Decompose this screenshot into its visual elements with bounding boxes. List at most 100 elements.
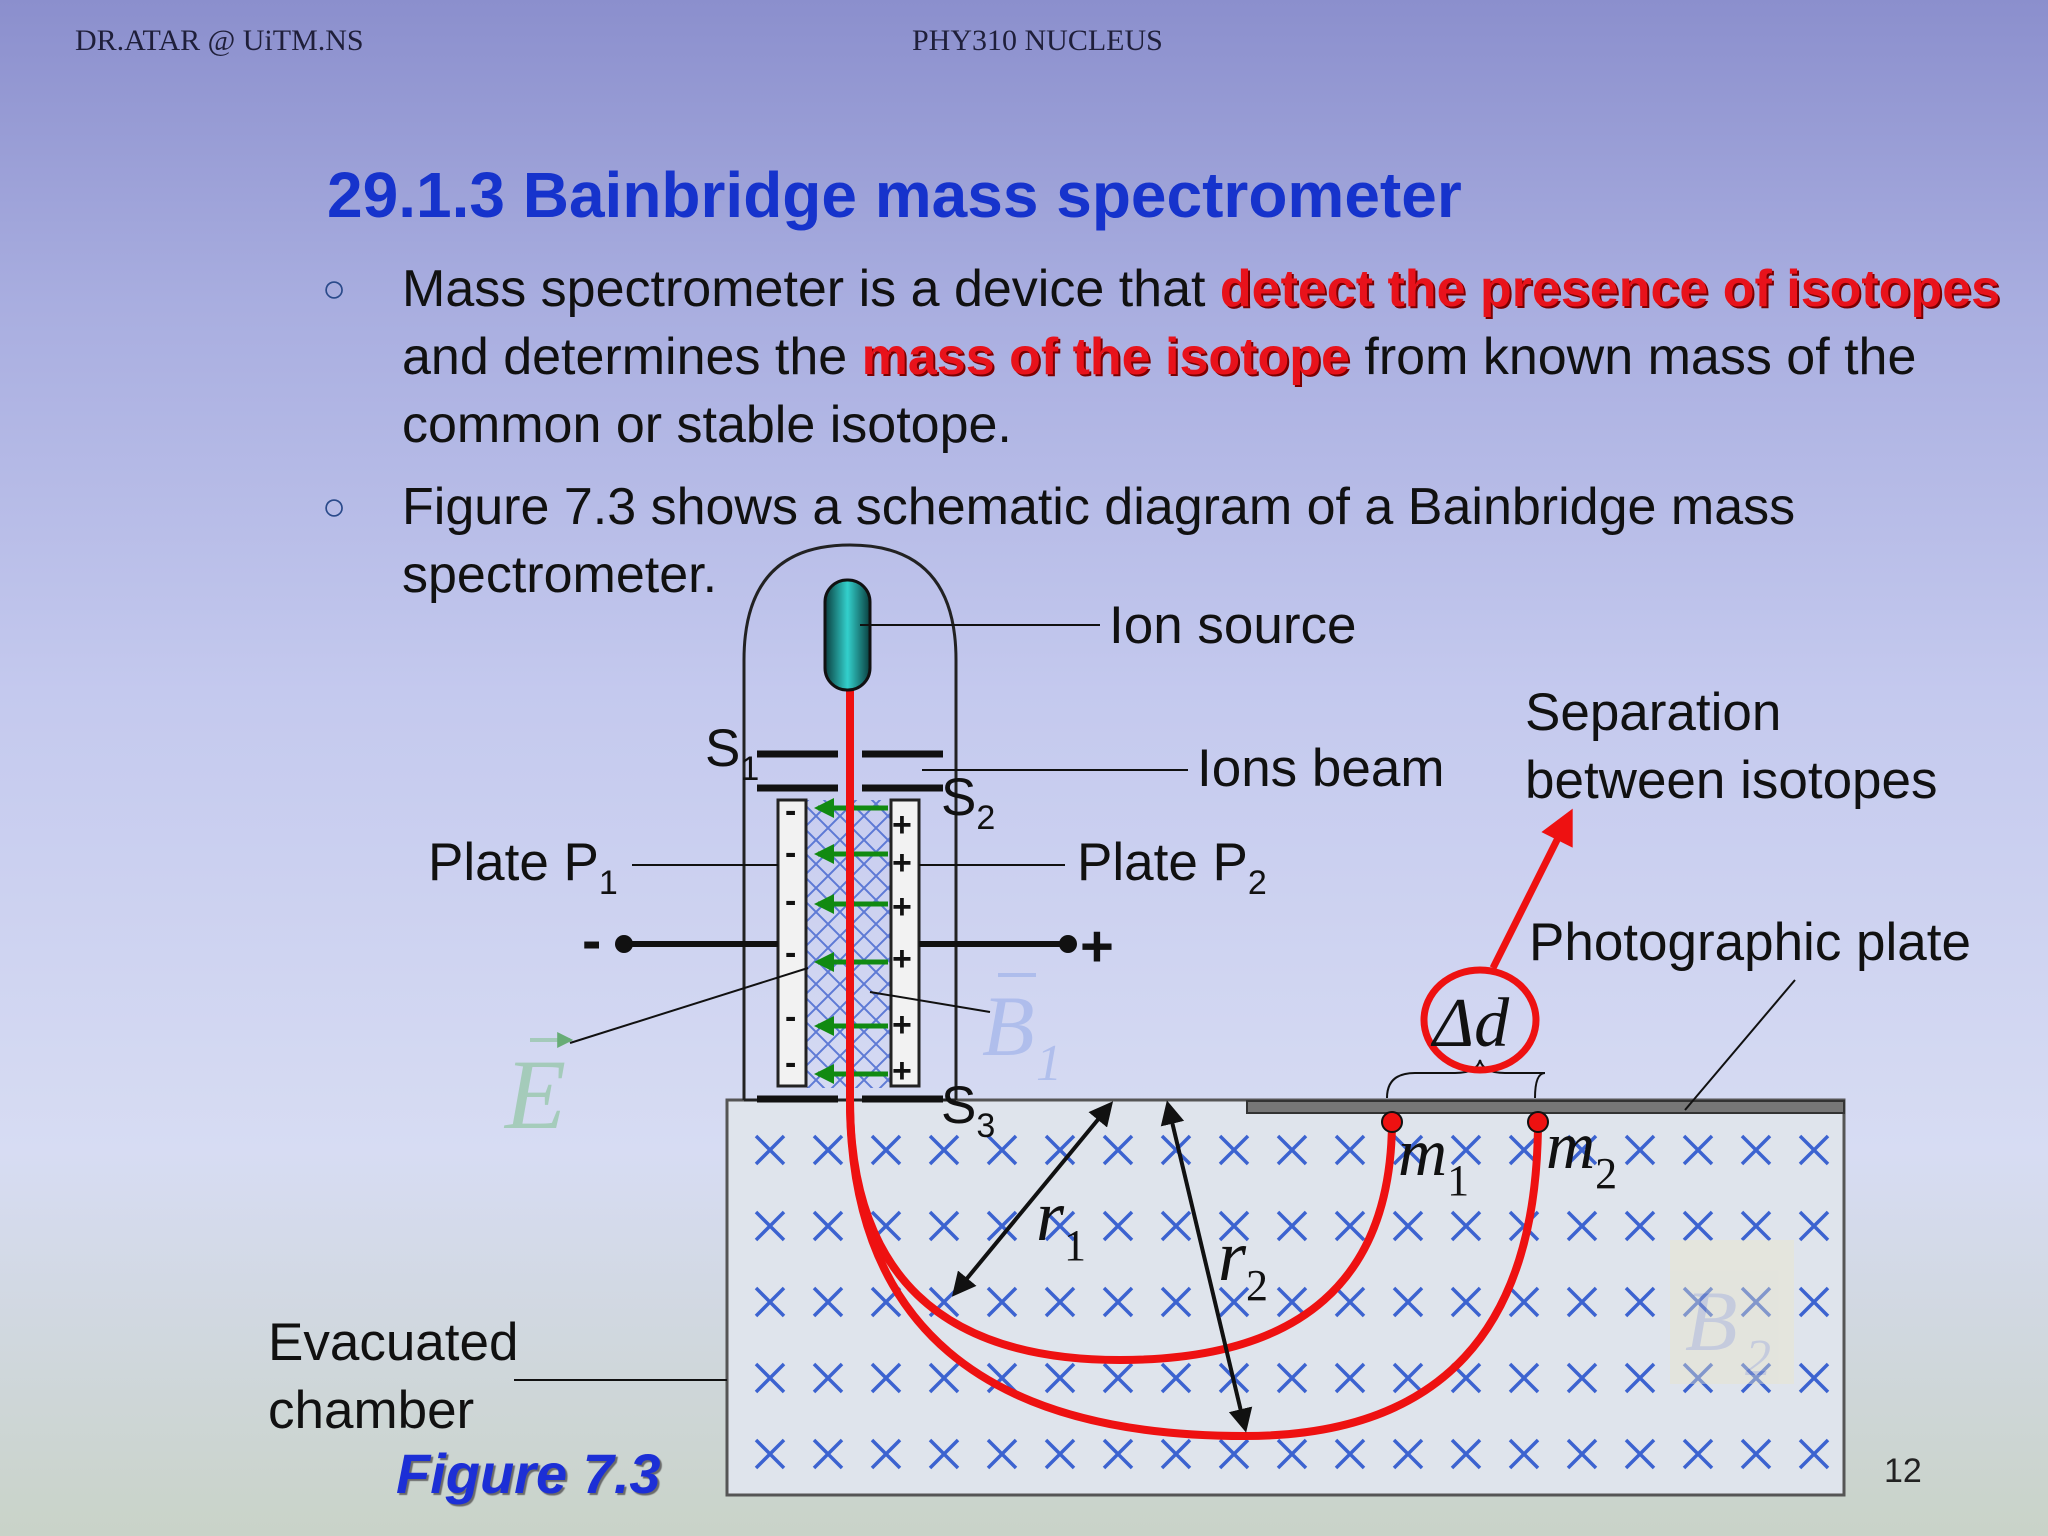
header-course: PHY310 NUCLEUS	[912, 24, 1163, 57]
field-cross-mark	[986, 1438, 1018, 1470]
field-cross-mark	[1508, 1362, 1540, 1394]
field-cross-mark	[754, 1438, 786, 1470]
label-b2-field: B 2	[1670, 1240, 1794, 1387]
field-cross-mark	[870, 1362, 902, 1394]
field-cross-mark	[1334, 1438, 1366, 1470]
field-cross-mark	[1276, 1362, 1308, 1394]
label-m1: m1	[1398, 1114, 1469, 1205]
bullet-text: Mass spectrometer is a device that	[402, 260, 1220, 318]
label-photographic-plate: Photographic plate	[1529, 913, 1971, 972]
field-cross-mark	[754, 1134, 786, 1166]
label-separation-2: between isotopes	[1525, 751, 1938, 810]
field-cross-mark	[928, 1438, 960, 1470]
field-cross-mark	[1160, 1438, 1192, 1470]
field-cross-mark	[1450, 1210, 1482, 1242]
field-cross-mark	[1624, 1438, 1656, 1470]
field-cross-mark	[1682, 1438, 1714, 1470]
field-cross-mark	[1798, 1438, 1830, 1470]
bullet-text: Figure 7.3 shows a schematic diagram of …	[402, 478, 1796, 604]
label-m2: m2	[1546, 1107, 1617, 1198]
svg-text:1: 1	[1036, 1035, 1062, 1092]
field-cross-mark	[1740, 1134, 1772, 1166]
field-cross-mark	[1102, 1362, 1134, 1394]
field-cross-mark	[1276, 1286, 1308, 1318]
field-cross-mark	[1740, 1286, 1772, 1318]
field-cross-mark	[1276, 1438, 1308, 1470]
label-e-field: E	[503, 1032, 574, 1150]
m2-impact-point	[1527, 1111, 1549, 1133]
plate-p2	[889, 798, 921, 1088]
field-cross-mark	[1566, 1210, 1598, 1242]
svg-text:+: +	[892, 888, 912, 926]
label-separation-1: Separation	[1525, 683, 1781, 742]
field-cross-mark	[1044, 1362, 1076, 1394]
radius-r1-arrow	[951, 1101, 1114, 1297]
field-cross-mark	[1392, 1134, 1424, 1166]
svg-text:-: -	[785, 1044, 796, 1082]
field-cross-mark	[1624, 1362, 1656, 1394]
delta-d-highlight	[1420, 966, 1540, 1074]
ion-tube	[742, 543, 958, 1100]
svg-text:-: -	[785, 834, 796, 872]
m1-impact-point	[1381, 1111, 1403, 1133]
label-plate-p1: Plate P1	[428, 833, 618, 902]
header-author: DR.ATAR @ UiTM.NS	[75, 24, 364, 57]
bullet-text: and determines the	[402, 328, 862, 386]
svg-text:-: -	[785, 792, 796, 830]
field-cross-mark	[1798, 1286, 1830, 1318]
field-cross-mark	[1798, 1134, 1830, 1166]
label-s3: S3	[941, 1076, 995, 1145]
field-cross-mark	[870, 1134, 902, 1166]
field-cross-mark	[1450, 1286, 1482, 1318]
field-cross-mark	[1566, 1286, 1598, 1318]
label-r1: r1	[1036, 1176, 1086, 1270]
field-cross-mark	[812, 1438, 844, 1470]
highlight-text: mass of the isotope	[861, 328, 1350, 386]
magnetic-field-b2-crosses	[754, 1134, 1830, 1470]
field-cross-mark	[1798, 1362, 1830, 1394]
highlight-text: detect the presence of isotopes	[1219, 260, 2001, 318]
field-cross-mark	[1508, 1286, 1540, 1318]
field-cross-mark	[1740, 1210, 1772, 1242]
svg-text:-: -	[785, 998, 796, 1036]
field-cross-mark	[1450, 1134, 1482, 1166]
field-cross-mark	[1740, 1438, 1772, 1470]
field-cross-mark	[1624, 1286, 1656, 1318]
label-plate-p2: Plate P2	[1077, 833, 1267, 902]
svg-text:B: B	[1685, 1273, 1738, 1369]
leader-lines	[514, 624, 1796, 1381]
field-cross-mark	[812, 1134, 844, 1166]
field-cross-mark	[1682, 1362, 1714, 1394]
field-cross-mark	[1682, 1134, 1714, 1166]
svg-text:-: -	[785, 882, 796, 920]
field-cross-mark	[754, 1286, 786, 1318]
field-cross-mark	[986, 1362, 1018, 1394]
field-cross-mark	[1334, 1134, 1366, 1166]
field-cross-mark	[754, 1210, 786, 1242]
field-cross-mark	[1740, 1362, 1772, 1394]
radius-r2-arrow	[1160, 1100, 1253, 1433]
field-cross-mark	[1624, 1210, 1656, 1242]
page-number: 12	[1884, 1452, 1922, 1490]
field-cross-mark	[812, 1210, 844, 1242]
label-evacuated-1: Evacuated	[268, 1313, 518, 1372]
bullet-figure-ref: ○ Figure 7.3 shows a schematic diagram o…	[322, 473, 2022, 609]
bullet-definition: ○ Mass spectrometer is a device that det…	[322, 255, 2022, 459]
field-cross-mark	[928, 1362, 960, 1394]
field-cross-mark	[1334, 1286, 1366, 1318]
field-cross-mark	[1682, 1210, 1714, 1242]
field-cross-mark	[1334, 1362, 1366, 1394]
field-cross-mark	[1276, 1210, 1308, 1242]
label-evacuated-2: chamber	[268, 1381, 474, 1440]
bullet-text: from known mass of the common or stable …	[402, 328, 1917, 454]
field-cross-mark	[1392, 1286, 1424, 1318]
field-cross-mark	[1102, 1438, 1134, 1470]
field-cross-mark	[1566, 1134, 1598, 1166]
svg-text:+: +	[892, 806, 912, 844]
label-ions-beam: Ions beam	[1197, 739, 1444, 798]
separation-arrow	[1489, 808, 1573, 970]
field-cross-mark	[812, 1286, 844, 1318]
label-r2: r2	[1218, 1216, 1268, 1310]
label-s2: S2	[941, 768, 995, 837]
